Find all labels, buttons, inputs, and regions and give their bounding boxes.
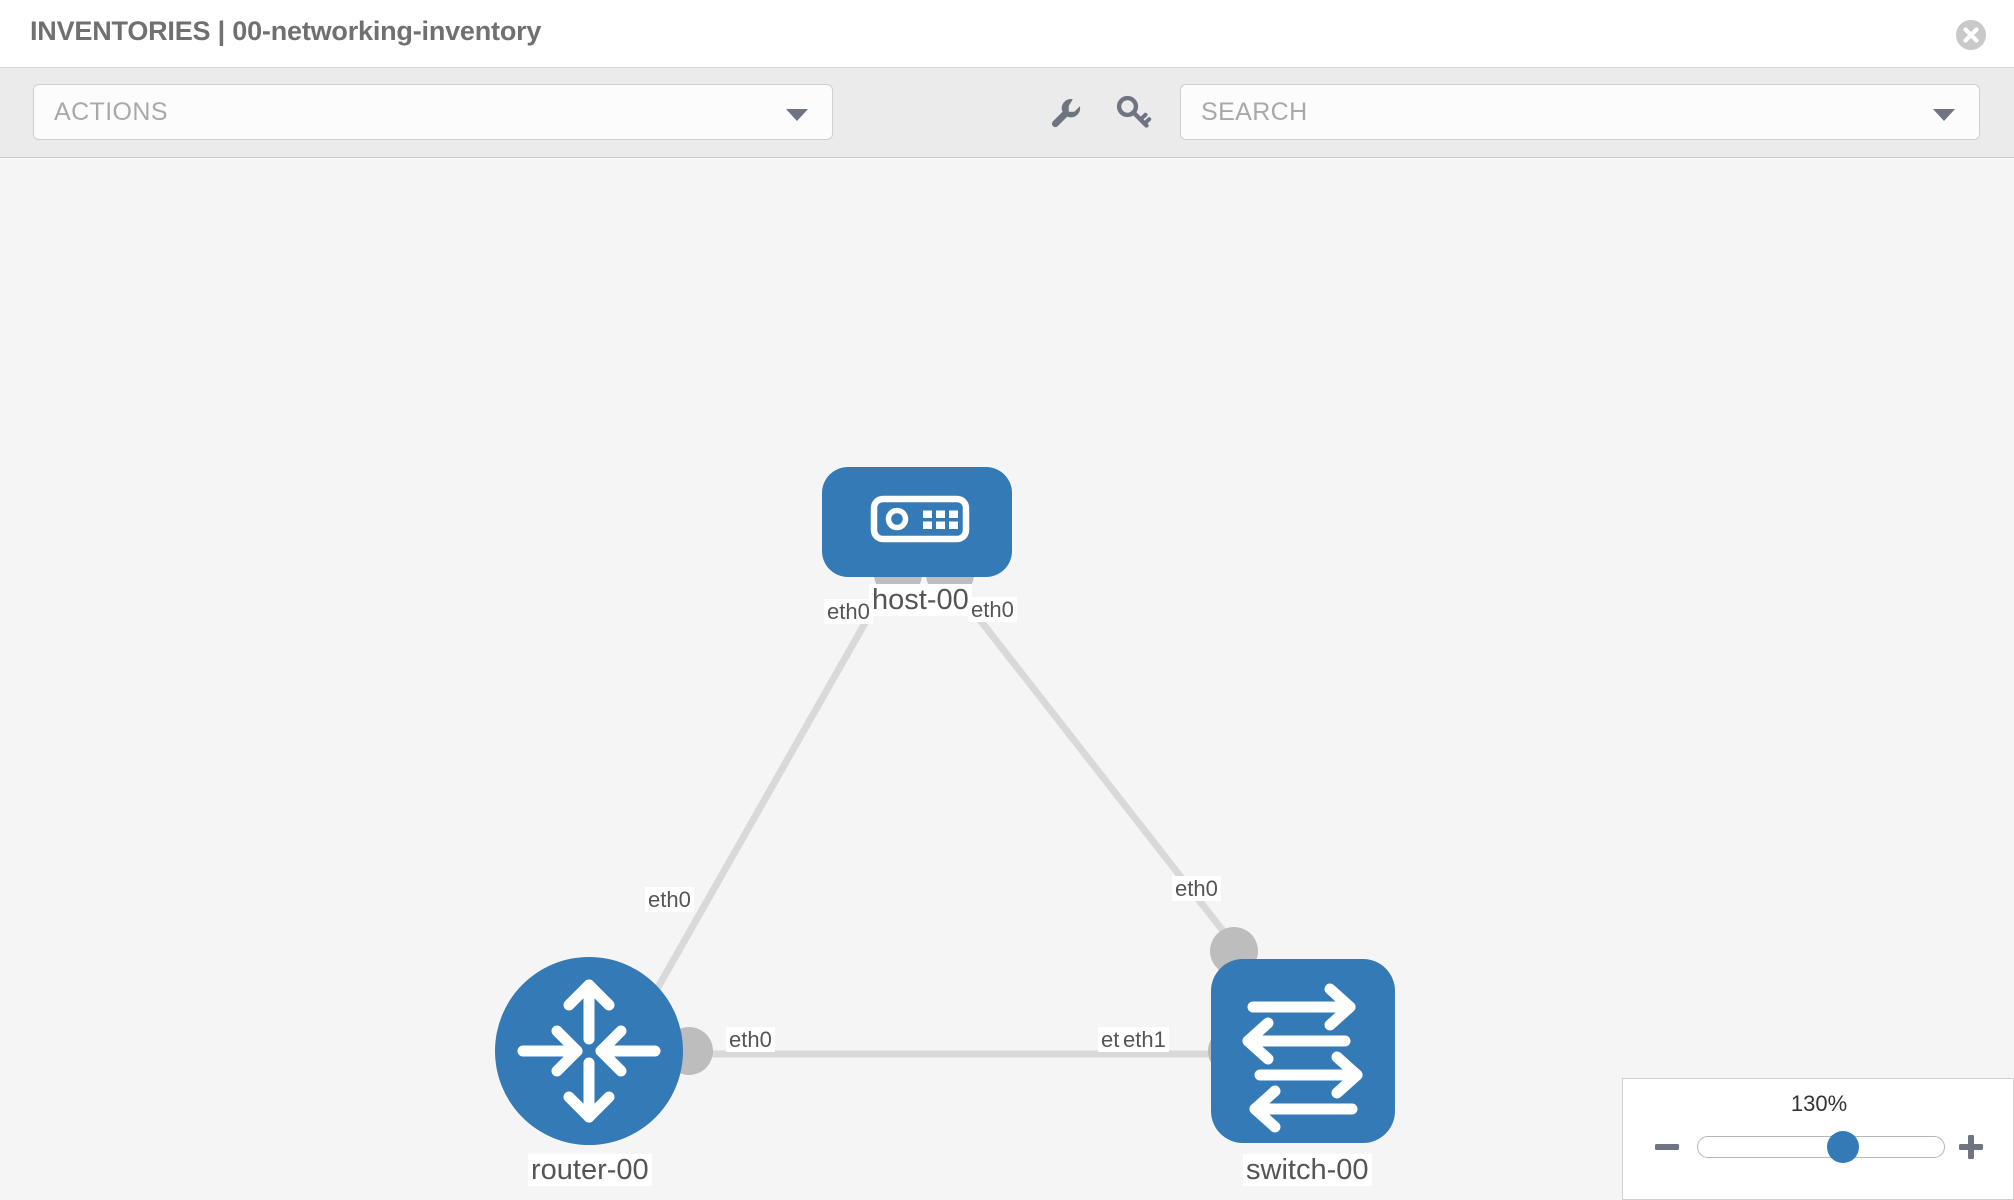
- minus-icon[interactable]: [1651, 1131, 1683, 1163]
- interface-label: eth1: [1120, 1027, 1169, 1053]
- zoom-slider-thumb[interactable]: [1827, 1131, 1860, 1163]
- router-arrows-icon: [517, 979, 661, 1123]
- title-bar: INVENTORIES | 00-networking-inventory: [0, 0, 2014, 68]
- node-host-00: [822, 467, 1012, 577]
- server-icon: [870, 495, 970, 543]
- close-icon[interactable]: [1956, 20, 1986, 50]
- wrench-icon[interactable]: [1042, 89, 1088, 135]
- interface-label: eth0: [1172, 876, 1221, 902]
- actions-dropdown-label: ACTIONS: [54, 98, 168, 126]
- zoom-slider-track[interactable]: [1697, 1131, 1945, 1163]
- zoom-slider-row: [1623, 1127, 2014, 1167]
- node-label-router: router-00: [528, 1154, 652, 1187]
- switch-arrows-icon: [1242, 983, 1363, 1133]
- chevron-down-icon: [786, 109, 808, 121]
- actions-dropdown[interactable]: ACTIONS: [33, 84, 833, 140]
- interface-label: eth0: [645, 887, 694, 913]
- node-switch-00: [1211, 959, 1395, 1143]
- topology-edges: [636, 576, 1248, 1058]
- interface-label: eth0: [968, 597, 1017, 623]
- chevron-down-icon: [1933, 109, 1955, 121]
- topology-canvas[interactable]: eth0 eth0 eth0 eth0 eth0 eth eth1 host-0…: [0, 159, 2014, 1200]
- node-router-00: [495, 957, 683, 1145]
- edge-host-switch: [945, 576, 1248, 962]
- interface-label: eth0: [726, 1027, 775, 1053]
- interface-label: eth0: [824, 599, 873, 625]
- topology-graph: [495, 467, 1395, 1145]
- zoom-control-panel: 130%: [1622, 1078, 2014, 1200]
- search-input[interactable]: SEARCH: [1180, 84, 1980, 140]
- page-title: INVENTORIES | 00-networking-inventory: [30, 16, 542, 46]
- node-label-host: host-00: [869, 584, 972, 617]
- key-icon[interactable]: [1110, 89, 1156, 135]
- edge-host-router: [636, 577, 894, 1021]
- zoom-level-value: 130%: [1790, 1091, 1848, 1116]
- node-label-switch: switch-00: [1243, 1154, 1372, 1187]
- search-placeholder: SEARCH: [1201, 98, 1308, 126]
- plus-icon[interactable]: [1955, 1131, 1987, 1163]
